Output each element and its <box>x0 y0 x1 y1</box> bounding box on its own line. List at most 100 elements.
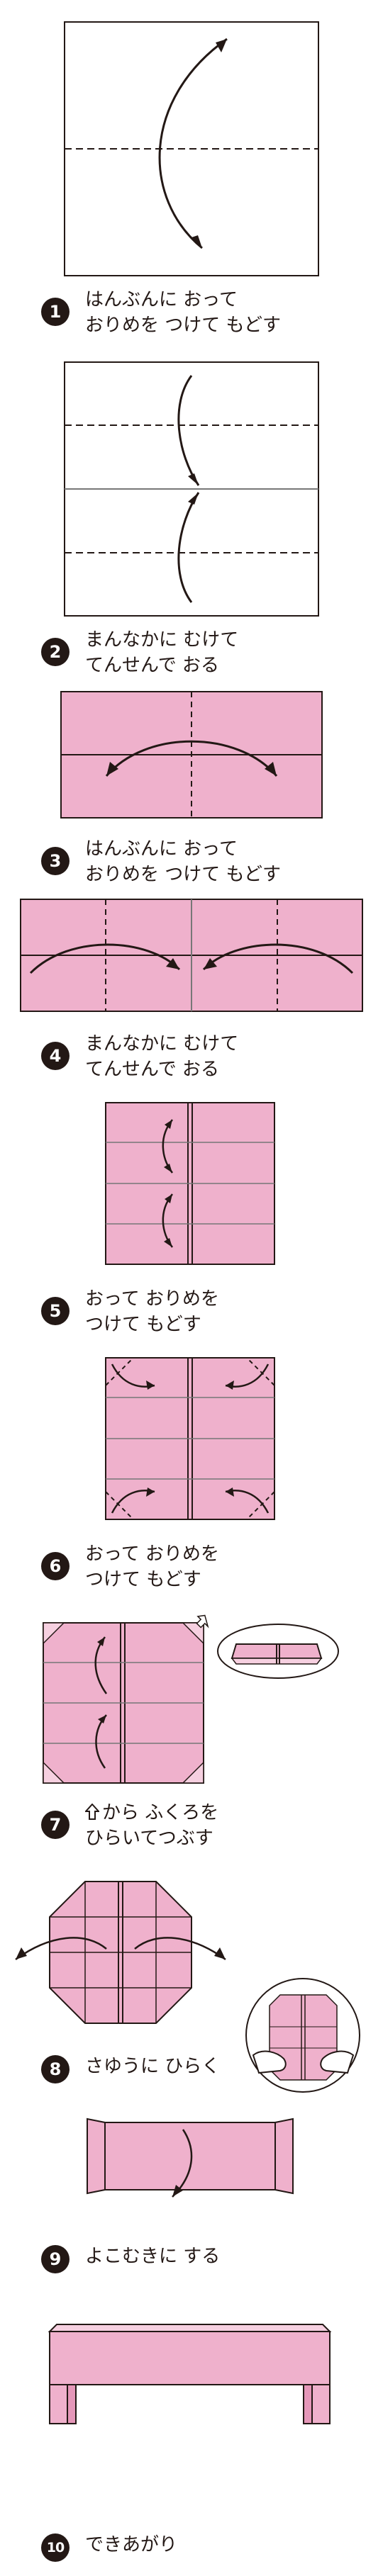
arrowhead-icon <box>97 1637 105 1646</box>
instruction-line: はんぶんに おって <box>85 838 238 860</box>
arrowhead-icon <box>226 1380 234 1390</box>
step-instruction: できあがり <box>85 2532 177 2558</box>
step-instruction: はんぶんに おって おりめを つけて もどす <box>85 287 281 338</box>
arrowhead-icon <box>164 1238 172 1247</box>
table-leg <box>49 2384 68 2424</box>
instruction-line: てんせんで おる <box>85 655 219 676</box>
pink-paper-side <box>87 2117 106 2195</box>
instruction-line: よこむきに する <box>85 2246 221 2267</box>
step-7-diagram <box>43 1614 213 1786</box>
arrowhead-icon <box>146 1380 155 1390</box>
instruction-line: できあがり <box>85 2534 178 2555</box>
pink-paper-side <box>274 2117 294 2195</box>
step-8-inset-hands <box>245 1977 362 2094</box>
fold-arrow <box>177 375 200 486</box>
fold-arrow <box>202 943 354 974</box>
pink-paper-body <box>104 2122 276 2190</box>
fold-arrow <box>158 38 228 249</box>
right-hand-icon <box>320 2050 355 2074</box>
folded-corner <box>43 1622 65 1645</box>
step-10-diagram <box>43 2307 340 2427</box>
arrowhead-icon <box>172 2185 183 2197</box>
step-instruction: から ふくろを ひらいてつぶす <box>85 1800 218 1851</box>
table-leg <box>67 2384 77 2424</box>
step-8-diagram <box>7 1871 262 2055</box>
arrowhead-icon <box>265 762 277 776</box>
table-leg <box>303 2384 313 2424</box>
arrowhead-icon <box>165 1194 172 1203</box>
instruction-line: おって おりめを <box>85 1543 219 1565</box>
arrowhead-icon <box>165 1120 172 1129</box>
step-number-badge: 9 <box>41 2245 70 2273</box>
instruction-line: はんぶんに おって <box>85 289 238 310</box>
step-2-diagram <box>64 361 319 617</box>
arrowhead-icon <box>146 1487 155 1497</box>
table-top <box>48 2324 332 2332</box>
step-instruction: まんなかに むけて てんせんで おる <box>85 1031 238 1082</box>
step-3-diagram <box>60 691 323 819</box>
arrowhead-icon <box>106 762 118 776</box>
instruction-line: おりめを つけて もどす <box>85 864 282 885</box>
step-4-diagram <box>20 899 363 1012</box>
arrowhead-icon <box>164 1164 172 1173</box>
instruction-line: おりめを つけて もどす <box>85 315 282 336</box>
fold-arrow <box>177 492 200 603</box>
instruction-line: つけて もどす <box>85 1314 201 1335</box>
step-number-badge: 3 <box>41 847 70 875</box>
valley-fold-line <box>246 1491 275 1520</box>
fold-arrow <box>134 1937 226 1961</box>
instruction-line: おって おりめを <box>85 1288 219 1310</box>
instruction-text: から ふくろを <box>102 1802 219 1823</box>
step-number-badge: 5 <box>41 1297 70 1325</box>
arrowhead-icon <box>216 39 227 52</box>
step-number-badge: 1 <box>41 298 70 326</box>
fold-arrow <box>105 740 278 777</box>
arrowhead-icon <box>16 1947 27 1959</box>
step-instruction: さゆうに ひらく <box>85 2054 220 2079</box>
step-number-badge: 10 <box>41 2533 70 2562</box>
step-instruction: よこむきに する <box>85 2244 220 2269</box>
step-number-badge: 7 <box>41 1811 70 1839</box>
table-front <box>49 2331 331 2385</box>
arrowhead-icon <box>192 235 202 248</box>
instruction-line: から ふくろを <box>85 1800 218 1826</box>
arrowhead-icon <box>98 1715 106 1723</box>
arrowhead-icon <box>188 473 199 485</box>
valley-fold-line <box>246 1357 275 1386</box>
arrowhead-icon <box>226 1487 234 1497</box>
step-instruction: はんぶんに おって おりめを つけて もどす <box>85 836 281 887</box>
table-leg <box>311 2384 331 2424</box>
step-instruction: おって おりめを つけて もどす <box>85 1286 219 1337</box>
valley-fold-line <box>105 1491 134 1520</box>
step-number-badge: 8 <box>41 2055 70 2083</box>
arrowhead-icon <box>214 1947 226 1959</box>
hollow-up-arrow-icon <box>196 1614 209 1629</box>
instruction-line: さゆうに ひらく <box>85 2056 221 2077</box>
step-number-badge: 6 <box>41 1552 70 1580</box>
arrowhead-icon <box>204 958 217 969</box>
instruction-line: ひらいてつぶす <box>85 1828 213 1849</box>
step-5-diagram <box>105 1102 275 1265</box>
step-number-badge: 4 <box>41 1042 70 1070</box>
fold-arrow <box>29 943 181 974</box>
step-1-diagram <box>64 21 319 276</box>
step-7-inset-view <box>216 1623 340 1680</box>
step-number-badge: 2 <box>41 638 70 666</box>
step-instruction: おって おりめを つけて もどす <box>85 1541 219 1592</box>
valley-fold-line <box>105 1357 134 1386</box>
instruction-line: まんなかに むけて <box>85 1033 239 1054</box>
folded-corner <box>182 1761 204 1784</box>
step-6-diagram <box>105 1357 275 1520</box>
left-hand-icon <box>252 2050 287 2074</box>
instruction-line: まんなかに むけて <box>85 629 239 651</box>
fold-arrow <box>15 1937 107 1961</box>
step-instruction: まんなかに むけて てんせんで おる <box>85 627 238 678</box>
hollow-up-arrow-icon <box>85 1804 99 1820</box>
arrowhead-icon <box>188 493 199 505</box>
arrowhead-icon <box>166 958 179 969</box>
folded-corner <box>43 1761 65 1784</box>
folded-corner <box>182 1622 204 1645</box>
instruction-line: てんせんで おる <box>85 1059 219 1080</box>
step-9-diagram <box>84 2108 296 2207</box>
instruction-line: つけて もどす <box>85 1569 201 1590</box>
